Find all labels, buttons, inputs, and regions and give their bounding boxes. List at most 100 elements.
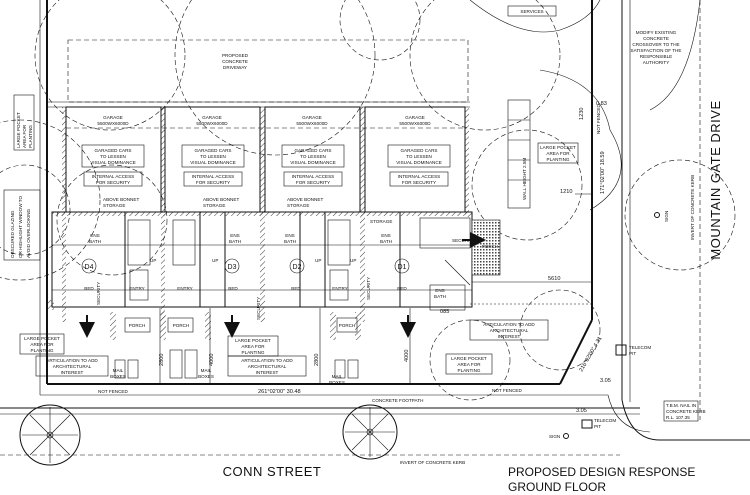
- svg-text:SECURITY: SECURITY: [96, 282, 101, 305]
- svg-text:BED: BED: [84, 286, 94, 291]
- svg-text:5500WX6000D: 5500WX6000D: [196, 121, 228, 126]
- svg-text:MAIL: MAIL: [201, 368, 212, 373]
- svg-text:AUTHORITY: AUTHORITY: [643, 60, 670, 65]
- svg-text:SIGN: SIGN: [664, 211, 669, 222]
- planting-note-east: LARGE POCKET AREA FOR PLANTING: [537, 142, 579, 164]
- svg-text:AREA FOR: AREA FOR: [241, 344, 265, 349]
- planting-note-southeast: LARGE POCKET AREA FOR PLANTING: [445, 353, 493, 375]
- street-names: CONN STREET MOUNTAIN GATE DRIVE: [223, 100, 723, 479]
- svg-text:SECURITY: SECURITY: [366, 277, 371, 300]
- svg-text:FOR SECURITY: FOR SECURITY: [196, 180, 230, 185]
- svg-text:ENTRY: ENTRY: [332, 286, 348, 291]
- street-name-east: MOUNTAIN GATE DRIVE: [708, 100, 723, 259]
- svg-text:ARTICULATION TO ADD: ARTICULATION TO ADD: [46, 358, 98, 363]
- svg-text:ENS: ENS: [435, 288, 444, 293]
- svg-text:SIGN: SIGN: [549, 434, 560, 439]
- svg-text:VISUAL DOMINANCE: VISUAL DOMINANCE: [190, 160, 236, 165]
- svg-text:MODIFY EXISTING: MODIFY EXISTING: [636, 30, 677, 35]
- svg-text:LARGE POCKET: LARGE POCKET: [235, 338, 271, 343]
- not-fenced-labels: NOT FENCED NOT FENCED NOT FENCED: [98, 104, 601, 394]
- svg-text:INTERNAL ACCESS: INTERNAL ACCESS: [398, 174, 440, 179]
- svg-text:LARGE POCKET: LARGE POCKET: [451, 356, 487, 361]
- svg-text:BATH: BATH: [229, 239, 241, 244]
- svg-text:INTEREST: INTEREST: [498, 334, 521, 339]
- svg-text:ARTICULATION TO ADD: ARTICULATION TO ADD: [483, 322, 535, 327]
- footpath-label: CONCRETE FOOTPATH: [372, 398, 423, 403]
- dimension-lines: [159, 193, 592, 384]
- stair-up-labels: UP UP UP UP: [150, 258, 356, 263]
- svg-text:PORCH: PORCH: [339, 323, 356, 328]
- svg-text:INVERT OF CONCRETE KERB: INVERT OF CONCRETE KERB: [690, 175, 695, 240]
- svg-text:T.B.M. NAIL IN: T.B.M. NAIL IN: [666, 403, 696, 408]
- svg-text:PLANTING: PLANTING: [31, 348, 54, 353]
- svg-text:ABOVE BONNET: ABOVE BONNET: [287, 197, 323, 202]
- svg-text:STORAGE: STORAGE: [103, 203, 125, 208]
- svg-text:PORCH: PORCH: [482, 244, 499, 249]
- svg-text:BATH: BATH: [89, 239, 101, 244]
- svg-text:SATISFACTION OF THE: SATISFACTION OF THE: [631, 48, 682, 53]
- svg-text:NOT FENCED: NOT FENCED: [98, 389, 128, 394]
- svg-text:STORAGE: STORAGE: [287, 203, 309, 208]
- svg-text:3.05: 3.05: [576, 408, 587, 414]
- svg-text:ARCHITECTURAL: ARCHITECTURAL: [490, 328, 529, 333]
- svg-text:5610: 5610: [548, 276, 560, 282]
- svg-text:ENTRY: ENTRY: [177, 286, 193, 291]
- porch-labels: PORCH PORCH PORCH PORCH: [129, 244, 499, 328]
- services-label: SERVICES: [507, 5, 557, 17]
- svg-text:VISUAL DOMINANCE: VISUAL DOMINANCE: [90, 160, 136, 165]
- svg-text:RESPONSIBLE: RESPONSIBLE: [640, 54, 672, 59]
- security-arrows: [79, 232, 486, 338]
- driveway-label: PROPOSED CONCRETE DRIVEWAY: [222, 53, 249, 70]
- svg-text:1230: 1230: [579, 108, 585, 120]
- svg-text:ENS: ENS: [285, 233, 294, 238]
- svg-text:GARAGED CARS: GARAGED CARS: [400, 148, 437, 153]
- svg-text:BED: BED: [228, 286, 238, 291]
- svg-text:PLANTING: PLANTING: [547, 157, 570, 162]
- svg-text:TO LESSEN: TO LESSEN: [300, 154, 326, 159]
- svg-text:INTEREST: INTEREST: [256, 370, 279, 375]
- svg-text:BED: BED: [291, 286, 301, 291]
- svg-text:BATH: BATH: [434, 294, 446, 299]
- svg-text:PORCH: PORCH: [129, 323, 146, 328]
- svg-text:ENS: ENS: [230, 233, 239, 238]
- svg-text:TELECOM: TELECOM: [629, 345, 651, 350]
- street-tree-left: [19, 404, 81, 466]
- svg-text:ENS: ENS: [90, 233, 99, 238]
- svg-text:VISUAL DOMINANCE: VISUAL DOMINANCE: [290, 160, 336, 165]
- svg-text:PLANTING: PLANTING: [458, 368, 481, 373]
- svg-text:AREA FOR: AREA FOR: [457, 362, 481, 367]
- svg-text:INTERNAL ACCESS: INTERNAL ACCESS: [92, 174, 134, 179]
- articulation-note-centre: ARTICULATION TO ADD ARCHITECTURAL INTERE…: [227, 355, 307, 377]
- drawing-title-line1: PROPOSED DESIGN RESPONSE: [508, 465, 695, 479]
- svg-text:D4: D4: [85, 264, 94, 271]
- modify-crossover-note: MODIFY EXISTING CONCRETE CROSSOVER TO TH…: [631, 30, 682, 65]
- svg-text:OBSCURED GLAZING: OBSCURED GLAZING: [10, 210, 15, 258]
- svg-text:BATH: BATH: [380, 239, 392, 244]
- sign-labels: SIGN SIGN: [549, 211, 669, 439]
- svg-text:UP: UP: [315, 258, 321, 263]
- planting-note-centre: LARGE POCKET AREA FOR PLANTING: [227, 335, 279, 357]
- svg-text:GARAGE: GARAGE: [103, 115, 123, 120]
- svg-text:ABOVE BONNET: ABOVE BONNET: [103, 197, 139, 202]
- drawing-title-line2: GROUND FLOOR: [508, 480, 606, 494]
- svg-text:UP: UP: [350, 258, 356, 263]
- svg-text:MAIL: MAIL: [113, 368, 124, 373]
- svg-text:PLANTING: PLANTING: [28, 125, 33, 148]
- entry-tiles: [419, 217, 501, 311]
- svg-text:TO LESSEN: TO LESSEN: [200, 154, 226, 159]
- security-labels: SECURITY SECURITY SECURITY SECURITY: [96, 238, 475, 320]
- mail-boxes: [114, 349, 359, 379]
- svg-text:0.83: 0.83: [596, 101, 607, 107]
- svg-text:CONCRETE FOOTPATH: CONCRETE FOOTPATH: [372, 398, 423, 403]
- svg-text:ARTICULATION TO ADD: ARTICULATION TO ADD: [241, 358, 293, 363]
- porches: [110, 312, 361, 340]
- svg-text:VISUAL DOMINANCE: VISUAL DOMINANCE: [396, 160, 442, 165]
- svg-text:261°02'00" 30.48: 261°02'00" 30.48: [258, 389, 301, 395]
- street-tree-right: [342, 404, 398, 460]
- svg-text:171°02'00" 18.59: 171°02'00" 18.59: [600, 151, 606, 194]
